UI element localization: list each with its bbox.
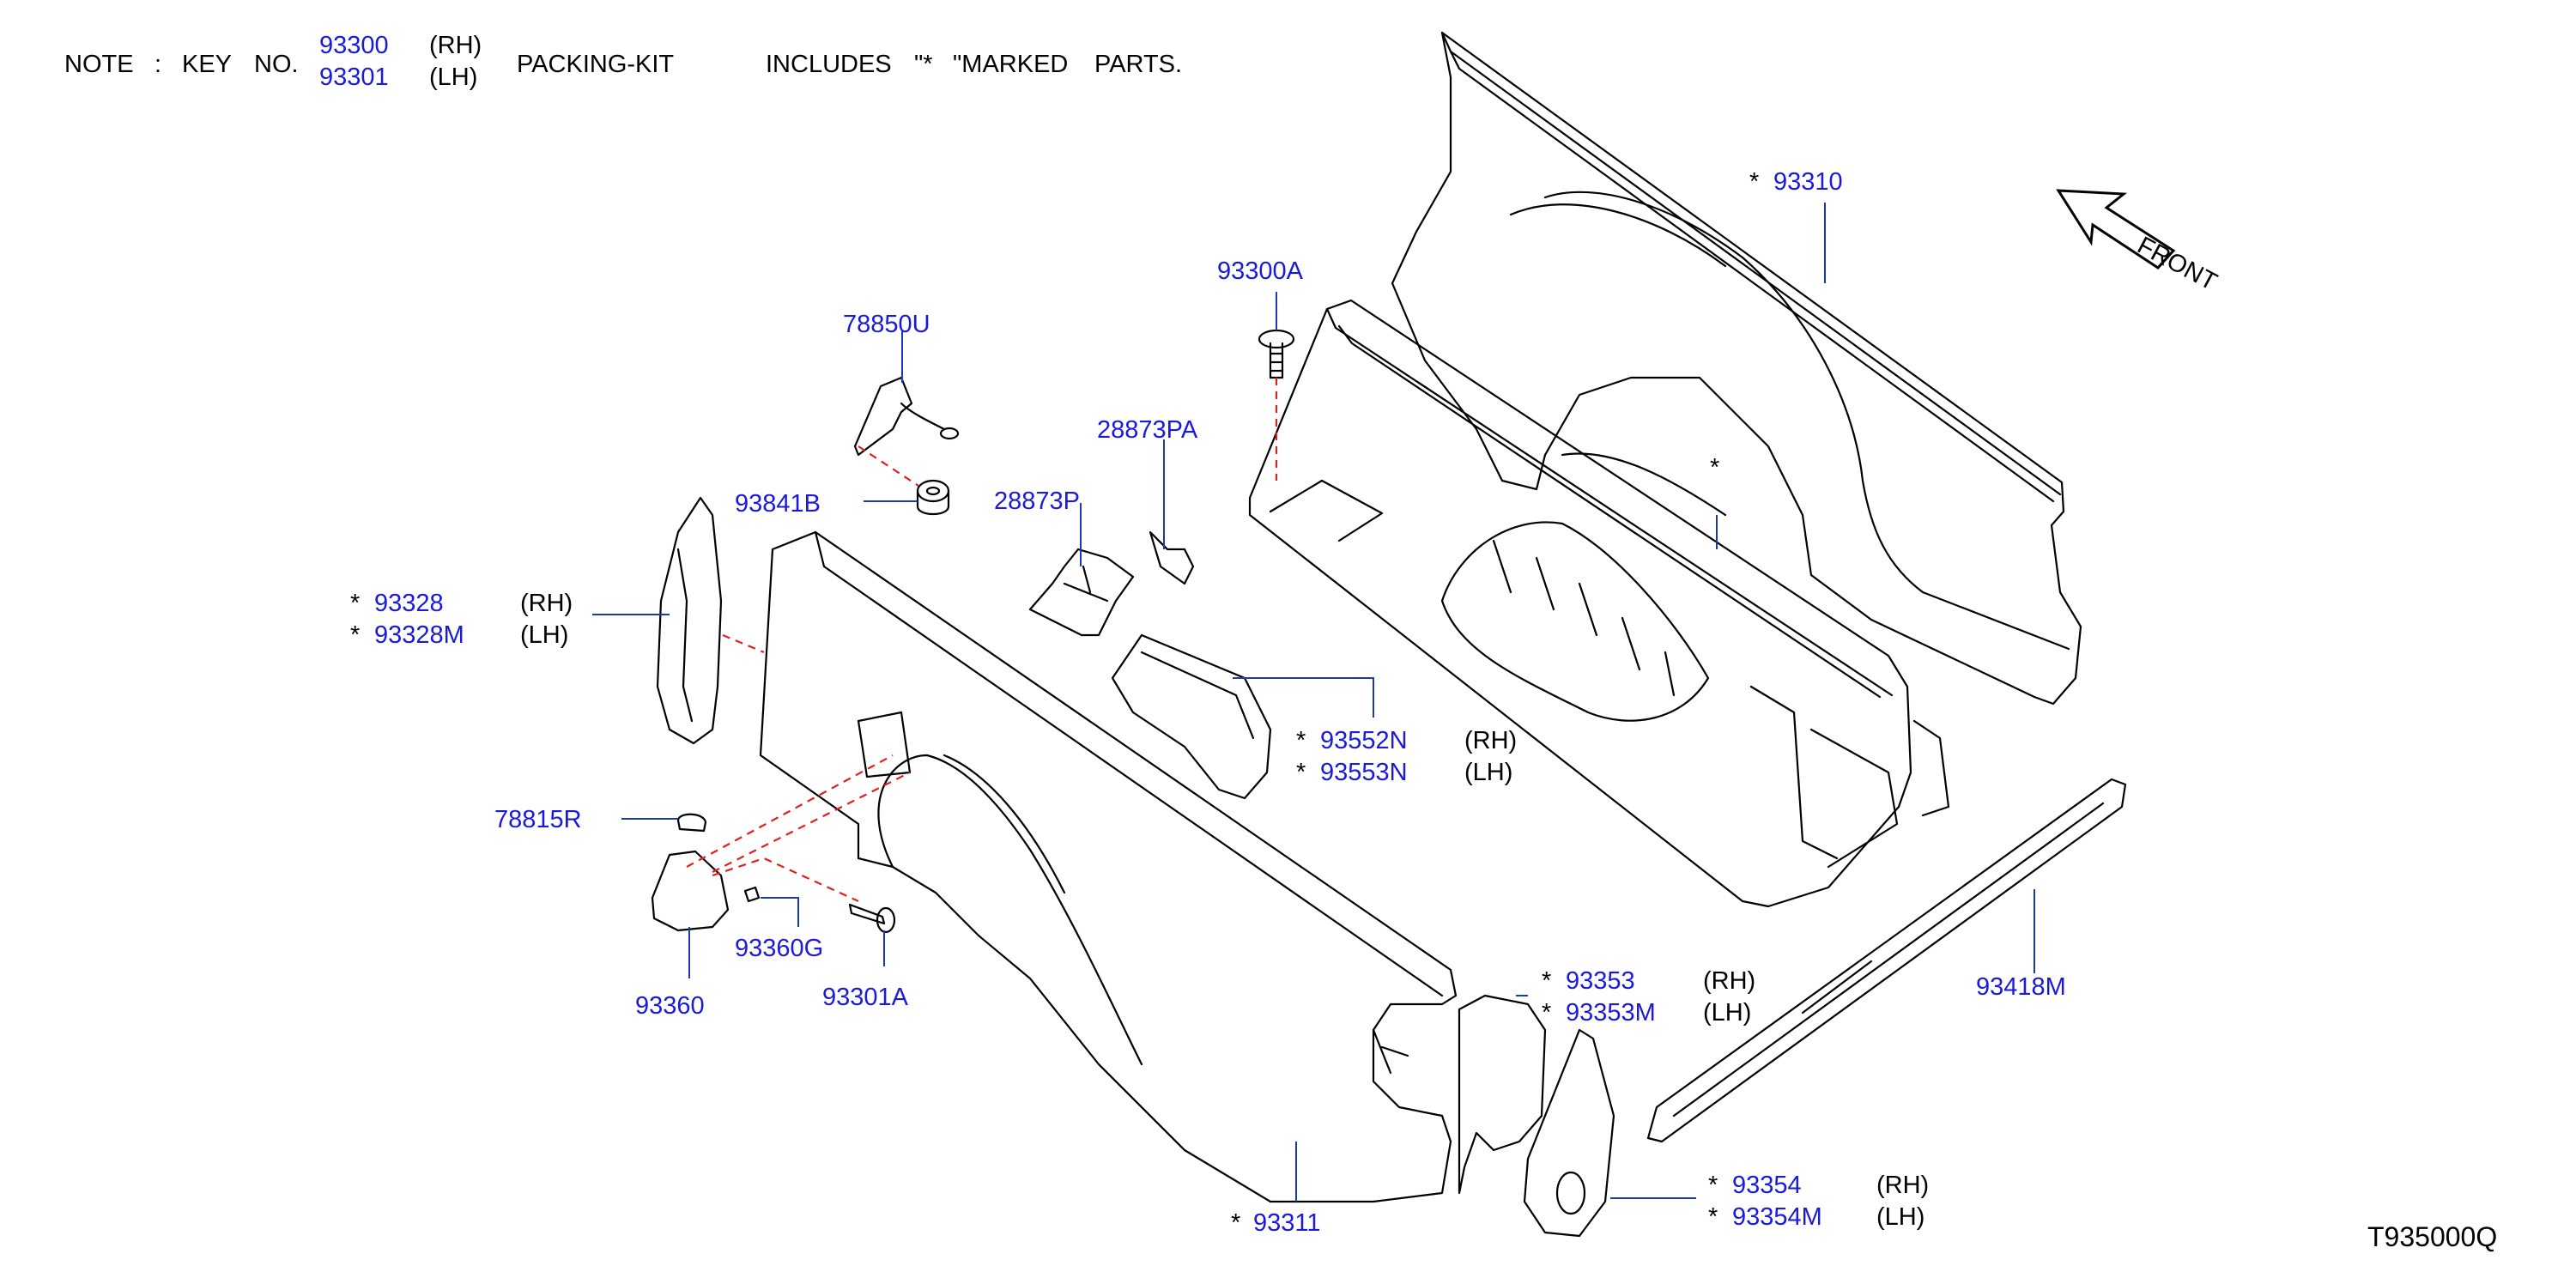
note-code-lh-side: (LH) (429, 64, 477, 91)
callout-93354-star: * (1708, 1172, 1718, 1199)
callout-93553N-part[interactable]: 93553N (1320, 759, 1408, 786)
callout-93354-side: (RH) (1876, 1172, 1929, 1199)
callout-93353M-part[interactable]: 93353M (1566, 999, 1656, 1027)
callout-93841B-part[interactable]: 93841B (735, 490, 821, 518)
callout-93353-side: (RH) (1703, 967, 1755, 995)
note-code-rh-side: (RH) (429, 32, 482, 59)
callout-93360G[interactable]: 93360G (735, 935, 823, 962)
note-includes: INCLUDES (766, 51, 892, 78)
callout-93300A[interactable]: 93300A (1217, 257, 1304, 285)
bracket-93354-drawing (1523, 1028, 1615, 1238)
callout-93328[interactable]: * 93328 (RH) (350, 590, 573, 617)
callout-93552N[interactable]: * 93552N (RH) (1296, 727, 1517, 754)
note-colon: : (155, 51, 161, 78)
callout-93328M-part[interactable]: 93328M (374, 621, 464, 649)
panel-93353-drawing (1458, 994, 1547, 1195)
clip-78815R-drawing (676, 813, 707, 833)
screw-93360G-drawing (743, 886, 761, 903)
bolt-93301A-drawing (848, 903, 896, 934)
callout-93328-part[interactable]: 93328 (374, 590, 444, 617)
callout-28873P[interactable]: 28873P (994, 488, 1080, 515)
callout-93353[interactable]: * 93353 (RH) (1542, 967, 1755, 995)
callout-93300A-part[interactable]: 93300A (1217, 257, 1304, 285)
note-key: KEY (182, 51, 232, 78)
note-parts: PARTS. (1094, 51, 1182, 78)
callout-93354M[interactable]: * 93354M (LH) (1708, 1203, 1924, 1231)
note-header: NOTE : KEY NO. 93300 (RH) 93301 (LH) PAC… (64, 32, 1182, 91)
callout-93354M-part[interactable]: 93354M (1732, 1203, 1822, 1231)
callout-78850U-part[interactable]: 78850U (843, 311, 930, 338)
callout-93354-part[interactable]: 93354 (1732, 1172, 1802, 1199)
callout-93328M-star: * (350, 621, 360, 649)
callout-93310-star: * (1749, 168, 1759, 196)
callout-93311-star: * (1231, 1209, 1240, 1237)
bracket-28873PA-drawing (1149, 530, 1195, 585)
callout-93553N[interactable]: * 93553N (LH) (1296, 759, 1512, 786)
front-panel-93310-drawing (1391, 31, 2082, 706)
callout-93553N-star: * (1296, 759, 1306, 786)
front-arrow-icon (2056, 189, 2176, 270)
callout-93301A-part[interactable]: 93301A (822, 984, 909, 1011)
callout-93553N-side: (LH) (1464, 759, 1512, 786)
callout-93418M[interactable]: 93418M (1976, 973, 2066, 1001)
note-prefix: NOTE (64, 51, 134, 78)
callout-28873P-part[interactable]: 28873P (994, 488, 1080, 515)
front-label: FRONT (2133, 232, 2221, 296)
callout-93328M[interactable]: * 93328M (LH) (350, 621, 568, 649)
callout-93310-part[interactable]: 93310 (1773, 168, 1843, 196)
callout-93353M[interactable]: * 93353M (LH) (1542, 999, 1751, 1027)
callout-93360[interactable]: 93360 (635, 992, 705, 1020)
callout-28873PA[interactable]: 28873PA (1097, 416, 1198, 444)
callout-93552N-side: (RH) (1464, 727, 1517, 754)
callout-78850U[interactable]: 78850U (843, 311, 930, 338)
callout-93354M-side: (LH) (1876, 1203, 1924, 1231)
callout-93328-star: * (350, 590, 360, 617)
note-quote-star: "* (914, 51, 933, 78)
note-marked: "MARKED (953, 51, 1068, 78)
callout-93354[interactable]: * 93354 (RH) (1708, 1172, 1929, 1199)
callout-93552N-part[interactable]: 93552N (1320, 727, 1408, 754)
callout-93328-side: (RH) (520, 590, 573, 617)
callout-78815R[interactable]: 78815R (494, 806, 582, 833)
callout-93353-part[interactable]: 93353 (1566, 967, 1635, 995)
bed-floor-asterisk: * (1710, 454, 1719, 482)
rail-93418M-drawing (1646, 778, 2127, 1143)
callout-78815R-part[interactable]: 78815R (494, 806, 582, 833)
leader-lines (592, 203, 2035, 1202)
callout-93301A[interactable]: 93301A (822, 984, 909, 1011)
wheelhouse-liner-93552N-drawing (1111, 633, 1272, 800)
diagram-id: T935000Q (2367, 1221, 2497, 1252)
callout-93328M-side: (LH) (520, 621, 568, 649)
callout-93311[interactable]: * 93311 (1231, 1209, 1321, 1237)
callout-28873PA-part[interactable]: 28873PA (1097, 416, 1198, 444)
note-code-rh-part[interactable]: 93300 (319, 32, 389, 59)
dashed-links (686, 378, 1278, 903)
callout-93310[interactable]: * 93310 (1749, 168, 1843, 196)
note-packing-kit: PACKING-KIT (517, 51, 674, 78)
note-no: NO. (254, 51, 299, 78)
callout-93841B[interactable]: 93841B (735, 490, 821, 518)
callout-93360-part[interactable]: 93360 (635, 992, 705, 1020)
sensor-bracket-78850U-drawing (853, 376, 960, 457)
bracket-28873P-drawing (1028, 548, 1135, 637)
callout-93418M-part[interactable]: 93418M (1976, 973, 2066, 1001)
bushing-93841B-drawing (916, 479, 950, 516)
bolt-93300A-drawing (1258, 329, 1295, 379)
callout-93552N-star: * (1296, 727, 1306, 754)
callout-93353-star: * (1542, 967, 1551, 995)
bracket-93328-drawing (656, 496, 723, 745)
note-code-lh-part[interactable]: 93301 (319, 64, 389, 91)
callout-93353M-side: (LH) (1703, 999, 1751, 1027)
callout-93311-part[interactable]: 93311 (1253, 1209, 1321, 1237)
callout-93360G-part[interactable]: 93360G (735, 935, 823, 962)
bed-floor-drawing (1248, 299, 1950, 908)
lamp-93360-drawing (651, 850, 730, 932)
callout-93353M-star: * (1542, 999, 1551, 1027)
callout-93354M-star: * (1708, 1203, 1718, 1231)
fender-93311-drawing (759, 530, 1458, 1203)
